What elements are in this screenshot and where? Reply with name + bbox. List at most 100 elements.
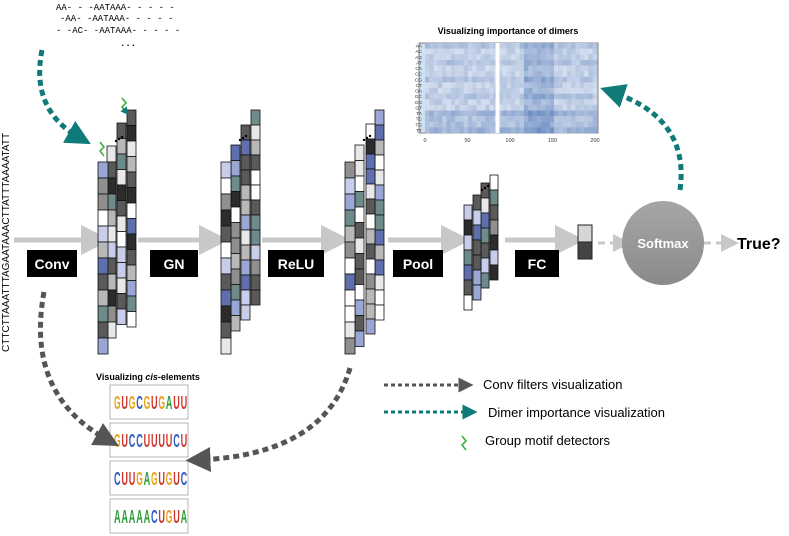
heatmap-cell <box>446 93 452 100</box>
heatmap-cell <box>425 104 430 111</box>
heatmap-cell <box>558 48 563 55</box>
motif-letter: C <box>136 393 143 413</box>
heatmap-cell <box>429 116 434 123</box>
filter-cell <box>230 315 241 332</box>
filter-cell <box>230 175 241 192</box>
heatmap-cell <box>425 48 430 55</box>
heatmap-cell <box>515 127 520 134</box>
heatmap-cell <box>549 59 555 66</box>
motif-letter: C <box>173 431 180 451</box>
heatmap-cell <box>437 127 443 134</box>
heatmap-cell <box>588 121 593 128</box>
heatmap-cell <box>571 71 576 78</box>
motif-letter: U <box>121 393 128 413</box>
filter-cell <box>126 140 137 157</box>
filter-cell <box>480 242 490 259</box>
heatmap-cell <box>579 48 585 55</box>
heatmap-cell <box>433 43 439 49</box>
heatmap-cell <box>459 48 464 55</box>
heatmap-cell <box>476 54 482 61</box>
alignment-line: - -AC- -AATAAA- - - - - <box>56 26 180 36</box>
filter-cell <box>97 193 109 211</box>
heatmap-cell <box>455 116 460 123</box>
heatmap-cell <box>506 110 512 117</box>
heatmap-cell <box>463 43 469 49</box>
filter-cell <box>472 239 482 256</box>
heatmap-cell <box>519 99 525 106</box>
heatmap-cell <box>480 99 486 106</box>
filter-cell <box>365 228 376 245</box>
heatmap-cell <box>485 93 490 100</box>
heatmap-cell <box>592 71 598 78</box>
heatmap-cell <box>579 71 585 78</box>
motif-letter: G <box>136 469 143 489</box>
heatmap-x-tick: 200 <box>590 138 599 144</box>
heatmap-cell <box>566 71 572 78</box>
heatmap-cell <box>554 59 559 66</box>
heatmap-cell <box>545 110 550 117</box>
heatmap-cell <box>455 71 460 78</box>
heatmap-cell <box>592 93 598 100</box>
group-detector-icon <box>98 97 129 157</box>
heatmap-cell <box>592 99 598 106</box>
heatmap-cell <box>592 104 598 111</box>
heatmap-cell <box>528 71 533 78</box>
ellipsis-dot <box>241 136 245 140</box>
heatmap-cell <box>588 76 593 83</box>
heatmap-cell <box>562 54 568 61</box>
heatmap-cell <box>532 99 538 106</box>
filter-cell <box>374 229 385 246</box>
heatmap-cell <box>485 99 490 106</box>
input-sequence: CTTCTTAAATTTAGAATAAACTTATTTAAAATATT <box>1 133 12 352</box>
heatmap-cell <box>588 48 593 55</box>
filter-cell <box>250 184 261 201</box>
heatmap-cell <box>536 59 542 66</box>
heatmap-cell <box>545 104 550 111</box>
heatmap-cell <box>455 76 460 83</box>
heatmap-cell <box>515 71 520 78</box>
heatmap-cell <box>515 76 520 83</box>
stage-box-conv <box>27 250 77 277</box>
heatmap-cell <box>472 88 477 94</box>
filter-cell <box>463 264 473 281</box>
heatmap-cell <box>588 104 593 111</box>
heatmap-cell <box>455 65 460 72</box>
heatmap-cell <box>446 116 452 123</box>
heatmap-cell <box>459 99 464 106</box>
filter-cell <box>220 305 232 323</box>
heatmap-cell <box>455 104 460 111</box>
heatmap-cell <box>566 82 572 89</box>
heatmap-cell <box>575 43 581 49</box>
heatmap-cell <box>459 127 464 134</box>
heatmap-cell <box>566 76 572 83</box>
heatmap-cell <box>498 82 503 89</box>
heatmap-cell <box>489 82 495 89</box>
filter-cell <box>374 304 385 321</box>
heatmap-cell <box>433 54 439 61</box>
alignment-line: AA- - -AATAAA- - - - - <box>56 3 175 13</box>
heatmap-cell <box>575 54 581 61</box>
heatmap-cell <box>562 104 568 111</box>
heatmap-cell <box>592 82 598 89</box>
heatmap-cell <box>476 71 482 78</box>
filter-cell <box>374 139 385 156</box>
filter-cell <box>106 145 117 163</box>
heatmap-cell <box>468 65 473 72</box>
heatmap-cell <box>472 71 477 78</box>
heatmap-cell <box>455 43 460 49</box>
heatmap-cell <box>558 71 563 78</box>
filter-cell <box>472 269 482 286</box>
fc-output-cell <box>577 224 593 243</box>
heatmap-row-label: GT <box>415 105 422 111</box>
heatmap-cell <box>498 65 503 72</box>
heatmap-cell <box>498 116 503 123</box>
heatmap-cell <box>554 127 559 134</box>
heatmap-cell <box>562 82 568 89</box>
heatmap-cell <box>558 59 563 66</box>
heatmap-cell <box>459 43 464 49</box>
heatmap-cell <box>425 43 430 49</box>
heatmap-cell <box>433 99 439 106</box>
heatmap-x-tick: 50 <box>464 138 470 144</box>
heatmap-cell <box>463 82 469 89</box>
heatmap-cell <box>446 76 452 83</box>
